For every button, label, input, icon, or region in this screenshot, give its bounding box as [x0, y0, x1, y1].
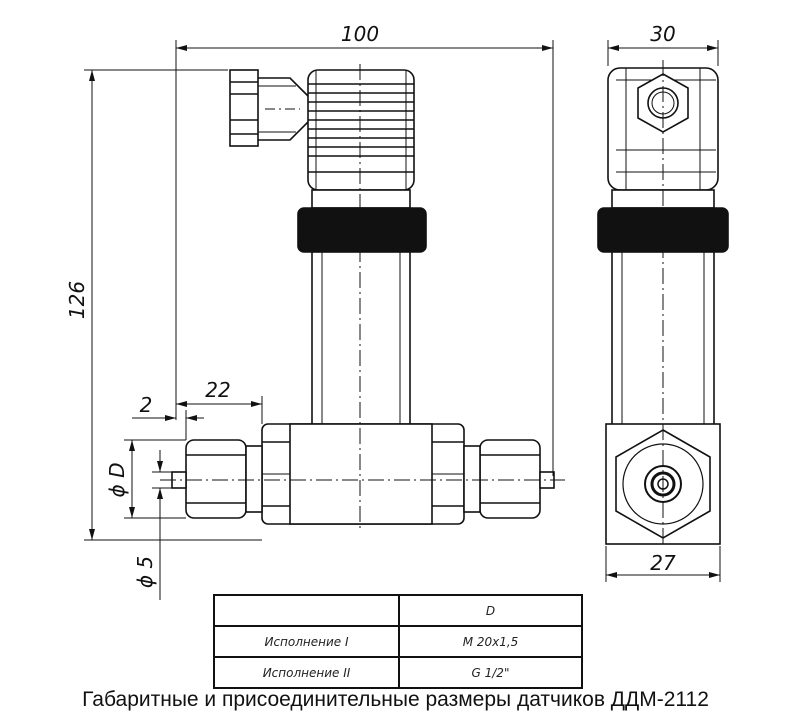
table-header-row: D	[213, 594, 583, 627]
table-row: Исполнение II G 1/2"	[213, 656, 583, 689]
table-header-cell: D	[398, 594, 583, 627]
dim-base-width: 27	[650, 551, 676, 575]
front-view	[160, 64, 565, 530]
sensor-body	[311, 251, 411, 427]
black-nut	[297, 207, 427, 253]
process-block	[261, 423, 465, 525]
table-cell: G 1/2"	[398, 656, 583, 689]
connector-housing	[307, 69, 415, 191]
table-cell: M 20x1,5	[398, 625, 583, 658]
dim-side-width: 30	[650, 22, 675, 46]
dim-hole-diameter: ϕ 5	[133, 556, 157, 588]
variants-table: D Исполнение I M 20x1,5 Исполнение II G …	[213, 594, 583, 689]
table-cell: Исполнение I	[213, 625, 400, 658]
dim-thread-diameter: ϕ D	[105, 463, 129, 498]
dim-port-length: 22	[205, 378, 230, 402]
left-fitting	[171, 439, 263, 519]
table-cell: Исполнение II	[213, 656, 400, 689]
side-view	[597, 60, 729, 548]
right-fitting	[463, 439, 555, 519]
table-row: Исполнение I M 20x1,5	[213, 625, 583, 658]
dim-total-width: 100	[341, 22, 379, 46]
dim-tip-length: 2	[140, 393, 153, 417]
figure-caption: Габаритные и присоединительные размеры д…	[82, 688, 709, 711]
dim-height: 126	[65, 281, 89, 319]
table-header-cell	[213, 594, 400, 627]
cable-gland	[229, 69, 309, 147]
